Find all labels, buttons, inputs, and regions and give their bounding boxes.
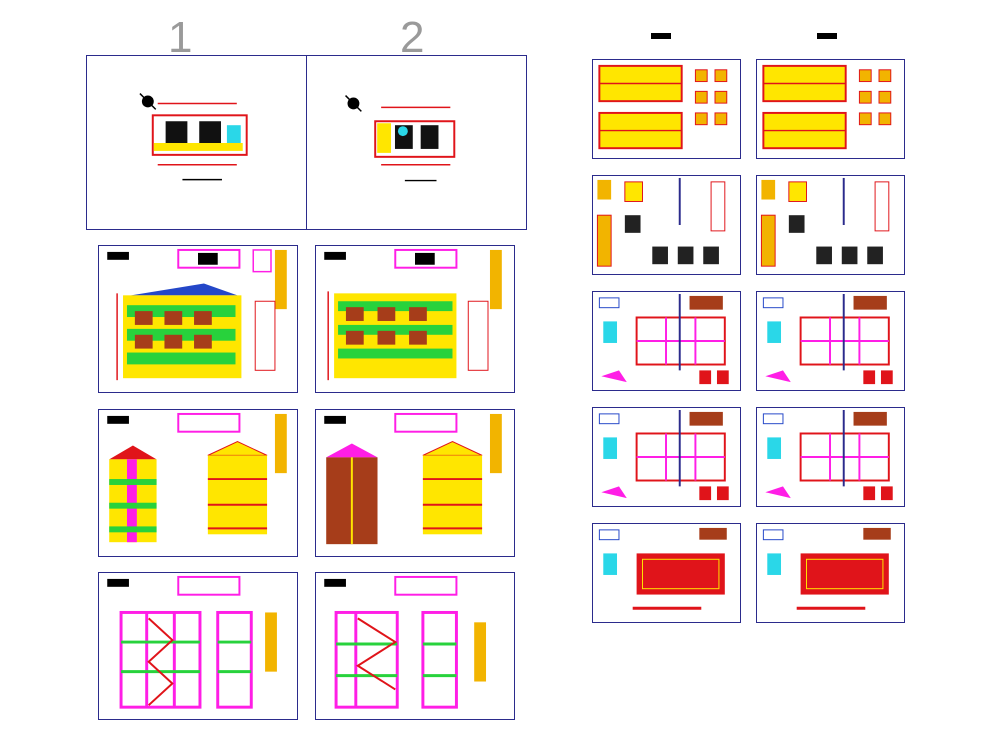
detail-drawing	[762, 293, 893, 385]
dash-mark-left	[651, 33, 671, 39]
floor-plan-sheet[interactable]	[86, 55, 527, 230]
detail-drawing	[598, 64, 728, 150]
detail-sheet-details-2[interactable]	[756, 175, 905, 275]
elevation-drawing-2a	[324, 248, 502, 381]
section-drawing-2b	[324, 412, 502, 545]
elevation-sheet-2a[interactable]	[315, 245, 515, 393]
detail-drawing	[598, 293, 729, 385]
sheet-divider	[306, 56, 307, 229]
floor-plan-drawing	[139, 93, 456, 182]
detail-drawing	[598, 409, 729, 501]
detail-sheet-foundation-2[interactable]	[756, 59, 905, 159]
dash-mark-right	[817, 33, 837, 39]
elevation-sheet-2c[interactable]	[315, 572, 515, 720]
detail-drawing	[762, 64, 892, 150]
detail-drawing	[760, 177, 890, 267]
section-drawing-1b	[107, 412, 287, 543]
detail-sheet-foundation-1[interactable]	[592, 59, 741, 159]
detail-sheet-beam-2[interactable]	[756, 407, 905, 507]
detail-drawing	[762, 527, 891, 610]
detail-drawing	[762, 409, 893, 501]
column-label-1: 1	[168, 13, 193, 62]
detail-drawing	[596, 177, 726, 267]
detail-drawing	[598, 527, 727, 610]
detail-sheet-reinforcement-2[interactable]	[756, 523, 905, 623]
structural-drawing-2c	[324, 575, 487, 709]
plan-1	[139, 93, 248, 181]
detail-sheet-slab-1[interactable]	[592, 291, 741, 391]
column-label-2: 2	[400, 13, 425, 62]
elevation-sheet-1c[interactable]	[98, 572, 298, 720]
plan-2	[345, 95, 456, 182]
detail-sheet-details-1[interactable]	[592, 175, 741, 275]
elevation-sheet-1a[interactable]	[98, 245, 298, 393]
structural-drawing-1c	[107, 575, 277, 709]
detail-sheet-beam-1[interactable]	[592, 407, 741, 507]
detail-sheet-slab-2[interactable]	[756, 291, 905, 391]
elevation-drawing-1a	[107, 248, 287, 381]
elevation-sheet-2b[interactable]	[315, 409, 515, 557]
elevation-sheet-1b[interactable]	[98, 409, 298, 557]
detail-sheet-reinforcement-1[interactable]	[592, 523, 741, 623]
